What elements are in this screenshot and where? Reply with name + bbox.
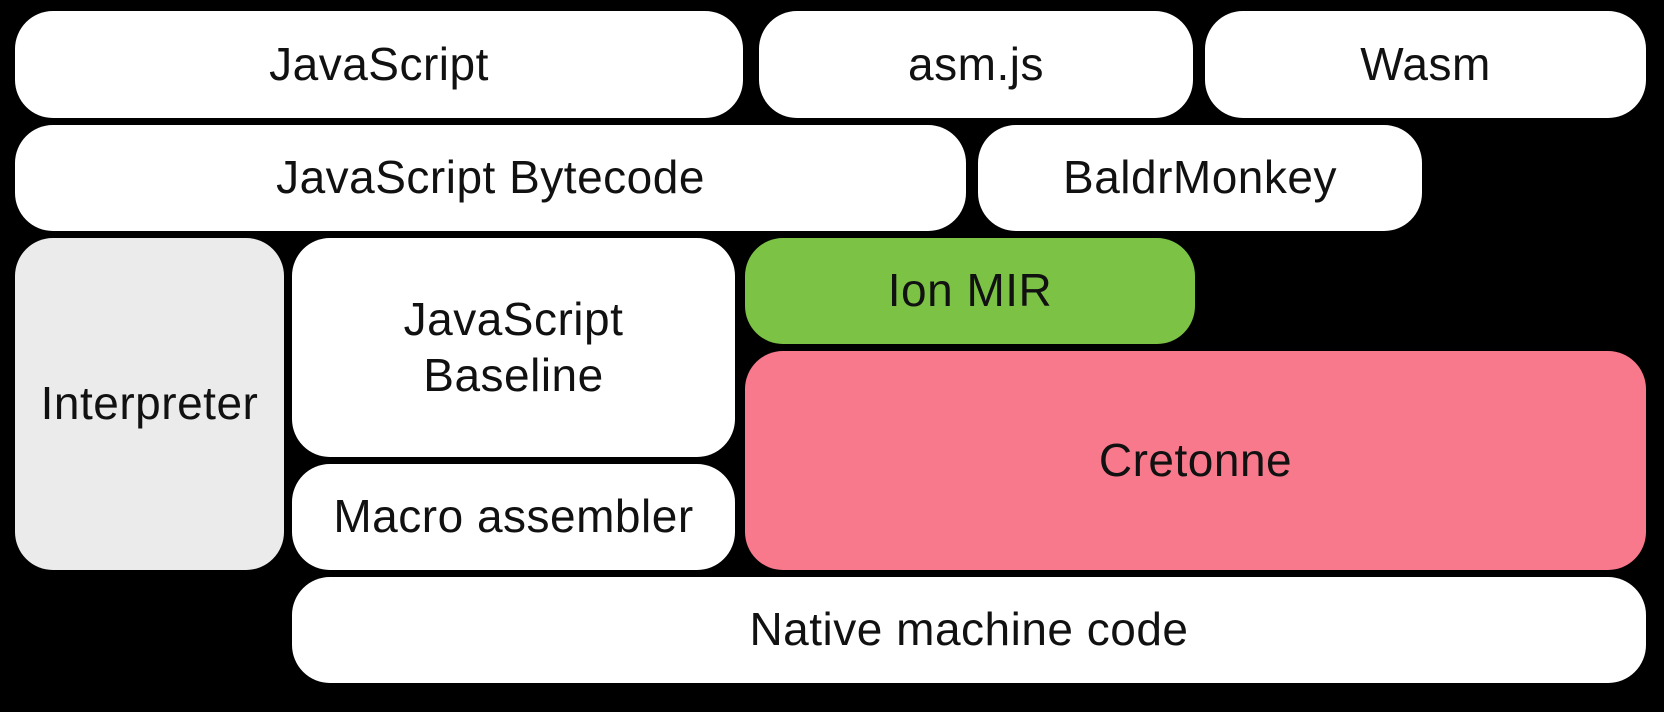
box-javascript-baseline: JavaScript Baseline bbox=[292, 238, 735, 457]
box-macro-assembler: Macro assembler bbox=[292, 464, 735, 570]
box-interpreter: Interpreter bbox=[15, 238, 284, 570]
box-ion-mir: Ion MIR bbox=[745, 238, 1195, 344]
box-cretonne-label: Cretonne bbox=[1098, 433, 1293, 486]
box-cretonne: Cretonne bbox=[745, 351, 1646, 570]
box-baldrmonkey: BaldrMonkey bbox=[978, 125, 1422, 231]
box-baldrmonkey-label: BaldrMonkey bbox=[1063, 151, 1337, 204]
box-macro-assembler-label: Macro assembler bbox=[333, 490, 694, 543]
box-asmjs-label: asm.js bbox=[908, 37, 1044, 90]
box-javascript-baseline-label: JavaScript Baseline bbox=[403, 293, 624, 401]
box-native-machine-code-label: Native machine code bbox=[749, 603, 1189, 656]
box-native-machine-code: Native machine code bbox=[292, 577, 1646, 683]
box-javascript-bytecode-label: JavaScript Bytecode bbox=[276, 151, 705, 204]
box-javascript-bytecode: JavaScript Bytecode bbox=[15, 125, 966, 231]
box-ion-mir-label: Ion MIR bbox=[887, 264, 1053, 317]
box-wasm: Wasm bbox=[1205, 11, 1646, 118]
box-javascript: JavaScript bbox=[15, 11, 743, 118]
box-asmjs: asm.js bbox=[759, 11, 1193, 118]
box-javascript-label: JavaScript bbox=[269, 37, 489, 90]
box-wasm-label: Wasm bbox=[1360, 37, 1491, 90]
box-interpreter-label: Interpreter bbox=[40, 377, 259, 430]
